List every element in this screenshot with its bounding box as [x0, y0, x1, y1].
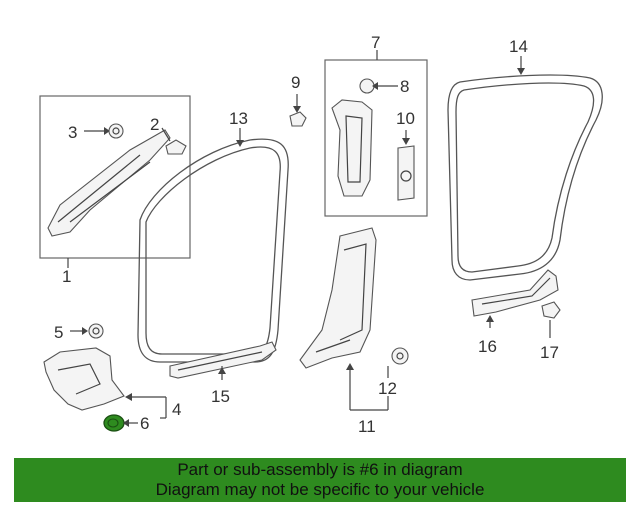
callout-4: 4 — [172, 400, 181, 419]
push-clip-3[interactable] — [108, 123, 124, 139]
kick-panel-4[interactable] — [43, 347, 125, 411]
clip-2[interactable] — [165, 139, 187, 155]
weatherstrip-13[interactable] — [137, 138, 289, 363]
parts-diagram: 1 2 3 13 9 7 8 10 11 12 — [39, 33, 603, 436]
b-pillar-lower-trim-11[interactable] — [299, 227, 377, 369]
callout-11: 11 — [358, 417, 376, 436]
pillar-trim-1[interactable] — [47, 129, 171, 237]
callout-16: 16 — [478, 337, 497, 356]
trim-cover-10[interactable] — [397, 145, 415, 201]
callout-3: 3 — [68, 123, 77, 142]
callout-9: 9 — [291, 73, 300, 92]
clip-17[interactable] — [541, 301, 561, 319]
callout-13: 13 — [229, 109, 248, 128]
weatherstrip-14[interactable] — [447, 74, 603, 281]
clip-12[interactable] — [391, 347, 409, 365]
callout-2: 2 — [150, 115, 159, 134]
callout-15: 15 — [211, 387, 230, 406]
callout-10: 10 — [396, 109, 415, 128]
clip-9[interactable] — [289, 111, 307, 127]
clip-6-highlighted[interactable] — [103, 414, 125, 432]
part-7-group-box — [324, 59, 428, 217]
banner-line-2: Diagram may not be specific to your vehi… — [155, 480, 485, 499]
banner-line-1: Part or sub-assembly is #6 in diagram — [177, 460, 463, 479]
clip-8[interactable] — [359, 78, 375, 94]
callout-17: 17 — [540, 343, 559, 362]
callout-8: 8 — [400, 77, 409, 96]
rear-scuff-plate-16[interactable] — [471, 269, 559, 317]
callout-12: 12 — [378, 379, 397, 398]
callout-7: 7 — [371, 33, 380, 52]
part-1-group-box — [39, 95, 191, 259]
callout-5: 5 — [54, 323, 63, 342]
info-banner: Part or sub-assembly is #6 in diagram Di… — [14, 458, 626, 502]
callout-6: 6 — [140, 414, 149, 433]
grommet-5[interactable] — [88, 323, 104, 339]
callout-14: 14 — [509, 37, 528, 56]
callout-1: 1 — [62, 267, 71, 286]
